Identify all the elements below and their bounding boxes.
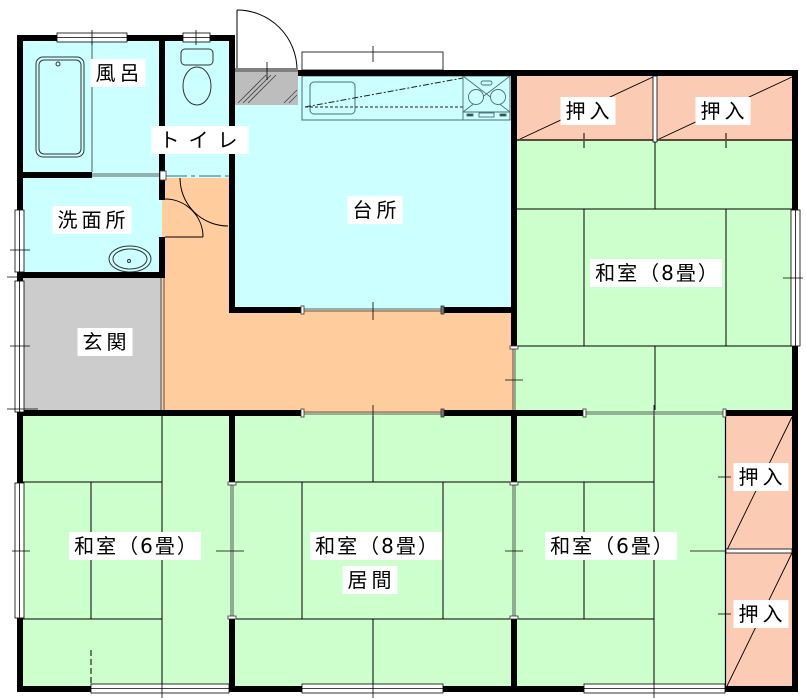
closet-label: 押入	[695, 97, 751, 125]
kitchen-floor	[232, 73, 514, 310]
closet-divider	[652, 75, 658, 143]
hallway-floor	[162, 178, 514, 413]
wall-toilet-kitchen	[229, 35, 235, 313]
room-label-lower-middle-japanese-room: 和室（8畳）	[310, 532, 442, 560]
room-label-toilet: トイレ	[151, 126, 249, 154]
outer-wall-top-kitchen	[298, 70, 798, 76]
window-lower-right-bottom	[583, 683, 726, 694]
outer-wall-right	[792, 70, 798, 692]
wall-kitchen-bottom	[443, 307, 517, 313]
middle-wall	[443, 410, 584, 416]
wall-washroom-bottom	[17, 272, 165, 278]
window-washroom-left	[14, 209, 25, 273]
room-label-bath: 風呂	[90, 59, 146, 87]
wall-washroom-right	[159, 237, 165, 278]
tatami-lines	[23, 133, 792, 686]
entrance-step-line	[160, 278, 165, 410]
wall-washroom-right	[159, 178, 165, 200]
toilet-floor	[162, 38, 232, 178]
sliding-door-hall-upper-right	[509, 345, 519, 410]
closet-label: 押入	[733, 600, 789, 628]
windows	[14, 32, 801, 694]
wall-lower-middle-right	[511, 618, 517, 686]
wall-lower-left-middle	[229, 416, 235, 483]
room-label-lower-left-japanese-room: 和室（6畳）	[69, 532, 201, 560]
sliding-door-lower-left-middle	[227, 481, 237, 620]
sliding-doors	[92, 170, 727, 620]
toilet-door	[179, 177, 229, 227]
doors	[164, 9, 298, 238]
room-label-kitchen: 台所	[347, 196, 403, 224]
toilet-door-jamb	[159, 170, 167, 181]
kitchen-exterior-door	[236, 9, 298, 71]
room-label-entrance: 玄関	[77, 328, 133, 356]
window-entrance-left	[14, 280, 25, 413]
middle-wall	[725, 410, 798, 416]
center-ticks	[7, 30, 803, 698]
closet-divider	[725, 548, 793, 554]
wall-kitchen-room	[511, 70, 517, 347]
floor-fills	[20, 38, 795, 689]
closet-label: 押入	[560, 97, 616, 125]
window-lower-middle-bottom	[301, 683, 444, 694]
window-toilet-top	[182, 32, 211, 43]
closet-label: 押入	[733, 463, 789, 491]
kitchen-entry-step	[235, 72, 298, 105]
sliding-door-bath	[92, 173, 159, 177]
room-label-lower-right-japanese-room: 和室（6畳）	[545, 532, 677, 560]
step-hatching	[237, 74, 298, 104]
sliding-door-lower-middle-right	[509, 481, 519, 620]
wall-lower-middle-right	[511, 416, 517, 483]
kitchen-door-threshold	[235, 68, 298, 72]
toilet-icon	[180, 48, 214, 106]
wall-lower-left-middle	[229, 618, 235, 686]
wall-bath-toilet	[159, 35, 165, 178]
window-lower-left-left	[14, 482, 25, 619]
sliding-door-upper-lower-right	[582, 408, 727, 418]
window-kitchen-exterior-box	[301, 51, 444, 71]
sliding-door-hall-living	[300, 408, 445, 418]
sliding-door-kitchen-hall	[300, 305, 445, 315]
wall-kitchen-bottom	[229, 307, 302, 313]
middle-wall	[17, 410, 302, 416]
stove-icon	[462, 75, 511, 121]
window-lower-left-bottom	[90, 683, 230, 694]
room-label-upper-right-japanese-room: 和室（8畳）	[590, 259, 722, 287]
room-sublabel-living-room: 居間	[342, 566, 398, 594]
room-label-washroom: 洗面所	[52, 206, 132, 234]
wall-bath-bottom	[17, 172, 92, 178]
